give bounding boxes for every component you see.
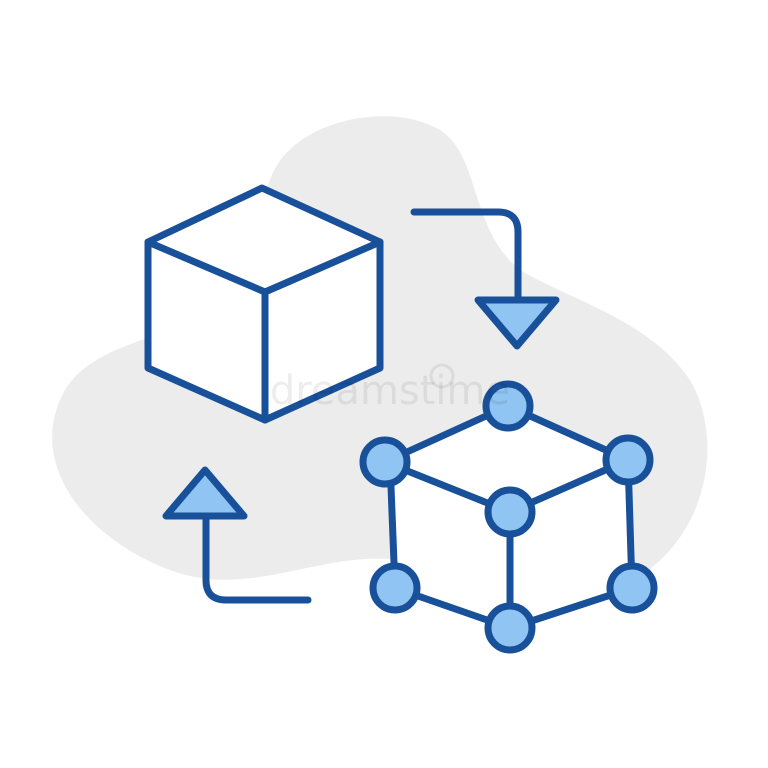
vertex-node — [606, 562, 658, 614]
vertex-node — [482, 380, 534, 432]
vertex-node — [369, 562, 421, 614]
vertex-node — [359, 436, 411, 488]
arrow-up-icon — [162, 466, 312, 604]
svg-text:dreamstime: dreamstime — [270, 368, 510, 414]
arrow-down-icon — [410, 208, 560, 350]
dreamstime-watermark-icon: dreamstime — [270, 363, 510, 414]
vertex-node — [484, 602, 536, 654]
vertex-node — [484, 486, 536, 538]
vertex-node — [602, 434, 654, 486]
wireframe-cube-icon — [359, 380, 658, 654]
solid-cube-icon — [144, 184, 384, 424]
